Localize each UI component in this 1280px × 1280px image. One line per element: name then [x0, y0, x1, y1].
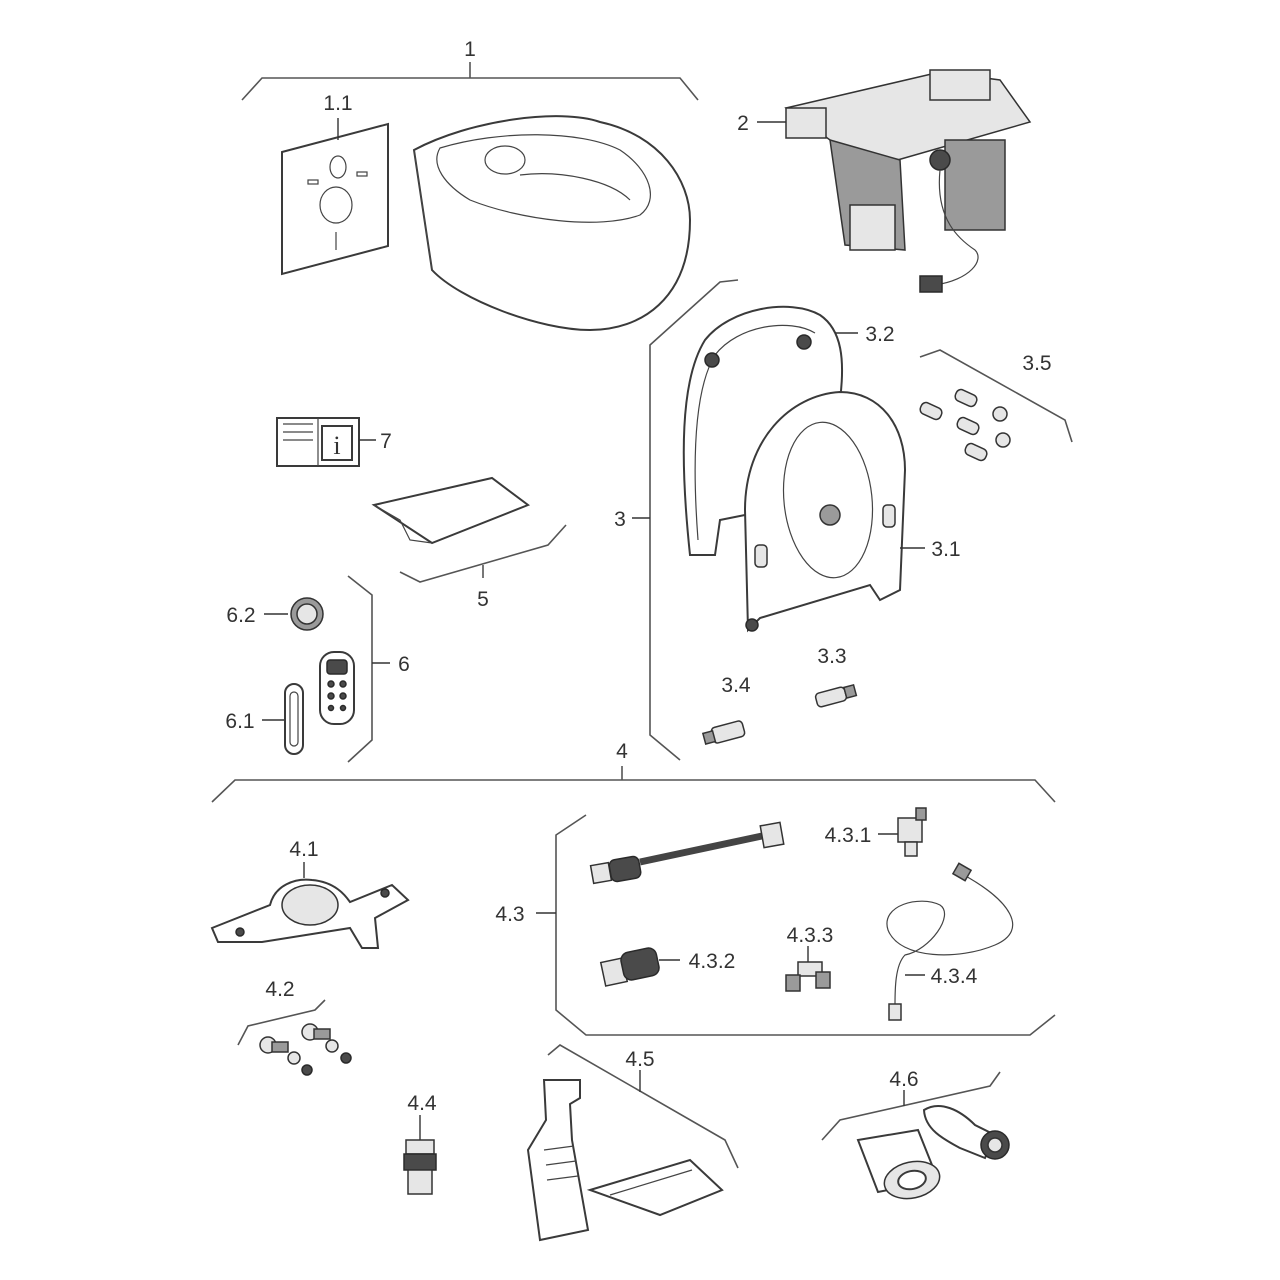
label-4-4: 4.4 [407, 1092, 437, 1115]
label-4-3-4: 4.3.4 [931, 965, 978, 988]
group-3-bracket [632, 279, 739, 761]
tee-valve-4-3-3 [785, 946, 831, 992]
label-4-3: 4.3 [495, 903, 524, 926]
plug-4-3-2 [599, 947, 660, 987]
function-unit [784, 69, 1032, 293]
label-1-1: 1.1 [323, 92, 352, 115]
label-4-3-2: 4.3.2 [689, 950, 736, 973]
label-4: 4 [616, 740, 628, 763]
wall-holder-6-2 [290, 597, 324, 631]
label-6: 6 [398, 653, 410, 676]
label-4-3-3: 4.3.3 [787, 924, 834, 947]
cover-plate [371, 476, 531, 545]
flex-hose-connector [589, 821, 785, 885]
label-3-3: 3.3 [817, 645, 846, 668]
label-3-5: 3.5 [1022, 352, 1051, 375]
toilet-seat [743, 390, 907, 633]
label-4-5: 4.5 [625, 1048, 654, 1071]
label-3: 3 [614, 508, 626, 531]
label-6-2: 6.2 [226, 604, 255, 627]
label-3-1: 3.1 [931, 538, 960, 561]
manual-book-icon: i [276, 417, 360, 467]
remote-control [319, 651, 355, 725]
label-4-1: 4.1 [289, 838, 318, 861]
sound-insulation-pad [281, 122, 389, 276]
group-1-bracket [241, 62, 699, 101]
screw-set-4-2 [237, 999, 352, 1076]
label-6-1: 6.1 [225, 710, 254, 733]
hinge-pin-3-4 [701, 720, 746, 746]
cable-gland-4-4 [403, 1115, 437, 1195]
mounting-bracket-4-1 [210, 878, 410, 949]
label-1: 1 [464, 38, 476, 61]
bracket-5 [399, 524, 567, 583]
seat-buffers [919, 349, 1073, 462]
label-3-2: 3.2 [865, 323, 894, 346]
wall-bracket-6-1 [284, 683, 304, 755]
label-4-6: 4.6 [889, 1068, 918, 1091]
label-7: 7 [380, 430, 392, 453]
hose-4-3-4 [886, 862, 1014, 1021]
info-glyph: i [333, 431, 340, 460]
label-4-2: 4.2 [265, 978, 294, 1001]
group-4-bracket [211, 766, 1056, 803]
drain-pipes-4-6 [821, 1071, 1010, 1200]
bracket-6 [347, 575, 373, 763]
label-4-3-1: 4.3.1 [825, 824, 872, 847]
group-4-3-bracket [555, 814, 1056, 1036]
label-3-4: 3.4 [721, 674, 751, 697]
toilet-bowl [412, 115, 692, 332]
hinge-pin-3-3 [814, 683, 858, 708]
label-2: 2 [737, 112, 749, 135]
label-5: 5 [477, 588, 489, 611]
cleaning-set-4-5 [526, 1044, 739, 1242]
adapter-4-3-1 [897, 807, 927, 857]
